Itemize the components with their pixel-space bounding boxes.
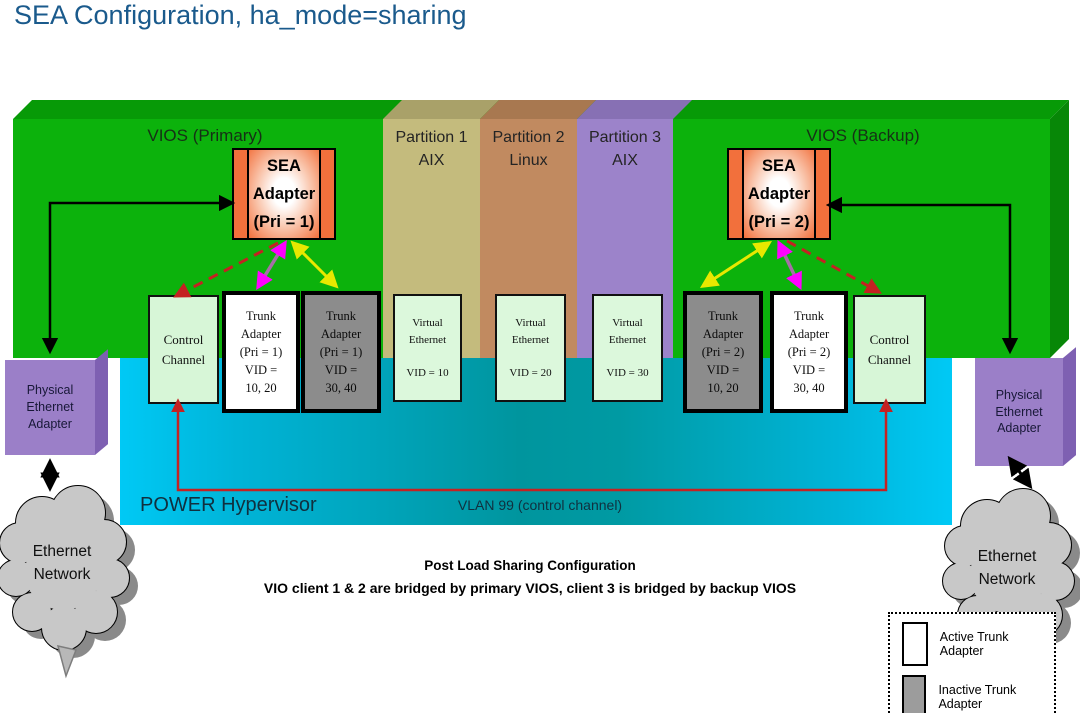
legend: Active Trunk Adapter Inactive Trunk Adap… <box>888 612 1056 713</box>
sea-adapter-primary: SEA Adapter (Pri = 1) <box>232 148 336 240</box>
sea-right-bar <box>816 150 829 238</box>
inactive-trunk-label: Inactive Trunk Adapter <box>938 683 1017 711</box>
page-title: SEA Configuration, ha_mode=sharing <box>14 0 467 30</box>
virtual-ethernet-vid10: Virtual Ethernet VID = 10 <box>393 294 462 402</box>
partition3-top-bevel <box>577 100 692 119</box>
vlan99-label: VLAN 99 (control channel) <box>457 497 623 513</box>
control-channel-backup: Control Channel <box>853 295 926 404</box>
legend-active-row: Active Trunk Adapter <box>902 622 1054 666</box>
vios-block-side-bevel <box>1050 100 1069 358</box>
sea-adapter-primary-label: SEA Adapter (Pri = 1) <box>247 150 321 238</box>
physical-adapter-left-label: Physical Ethernet Adapter <box>26 383 74 431</box>
active-trunk-label: Active Trunk Adapter <box>939 630 1009 658</box>
trunk-adapter-pri1-vid30-40: Trunk Adapter (Pri = 1) VID = 30, 40 <box>301 291 381 413</box>
caption-subtitle: VIO client 1 & 2 are bridged by primary … <box>263 580 797 596</box>
caption-title: Post Load Sharing Configuration <box>424 558 636 573</box>
sea-right-bar <box>321 150 334 238</box>
legend-inactive-row: Inactive Trunk Adapter <box>902 675 1054 713</box>
sea-adapter-backup: SEA Adapter (Pri = 2) <box>727 148 831 240</box>
sea-left-bar <box>234 150 247 238</box>
power-hypervisor-label: POWER Hypervisor <box>140 494 317 516</box>
ethernet-network-label-left: Ethernet Network <box>32 543 92 584</box>
control-channel-primary: Control Channel <box>148 295 219 404</box>
sea-left-bar <box>729 150 742 238</box>
partition2-label: Partition 2 Linux <box>492 129 565 170</box>
physical-adapter-right-label: Physical Ethernet Adapter <box>995 387 1043 436</box>
inactive-trunk-swatch <box>902 675 927 713</box>
virtual-ethernet-vid20: Virtual Ethernet VID = 20 <box>495 294 566 402</box>
ethernet-network-label-right: Ethernet Network <box>977 548 1037 589</box>
trunk-adapter-pri2-vid10-20: Trunk Adapter (Pri = 2) VID = 10, 20 <box>683 291 763 413</box>
sea-adapter-backup-label: SEA Adapter (Pri = 2) <box>742 150 816 238</box>
physical-adapter-side-bevel <box>95 349 108 455</box>
trunk-adapter-pri2-vid30-40: Trunk Adapter (Pri = 2) VID = 30, 40 <box>770 291 848 413</box>
physical-ethernet-adapter-right: Physical Ethernet Adapter <box>975 347 1076 466</box>
trunk-adapter-pri1-vid10-20: Trunk Adapter (Pri = 1) VID = 10, 20 <box>222 291 300 413</box>
partition1-label: Partition 1 AIX <box>395 129 468 170</box>
virtual-ethernet-vid30: Virtual Ethernet VID = 30 <box>592 294 663 402</box>
vios-primary-label: VIOS (Primary) <box>147 126 263 145</box>
physical-adapter-side-bevel <box>1063 347 1076 466</box>
partition3-label: Partition 3 AIX <box>588 129 662 170</box>
active-trunk-swatch <box>902 622 928 666</box>
vios-backup-label: VIOS (Backup) <box>806 126 920 145</box>
physical-ethernet-adapter-left: Physical Ethernet Adapter <box>5 349 108 455</box>
